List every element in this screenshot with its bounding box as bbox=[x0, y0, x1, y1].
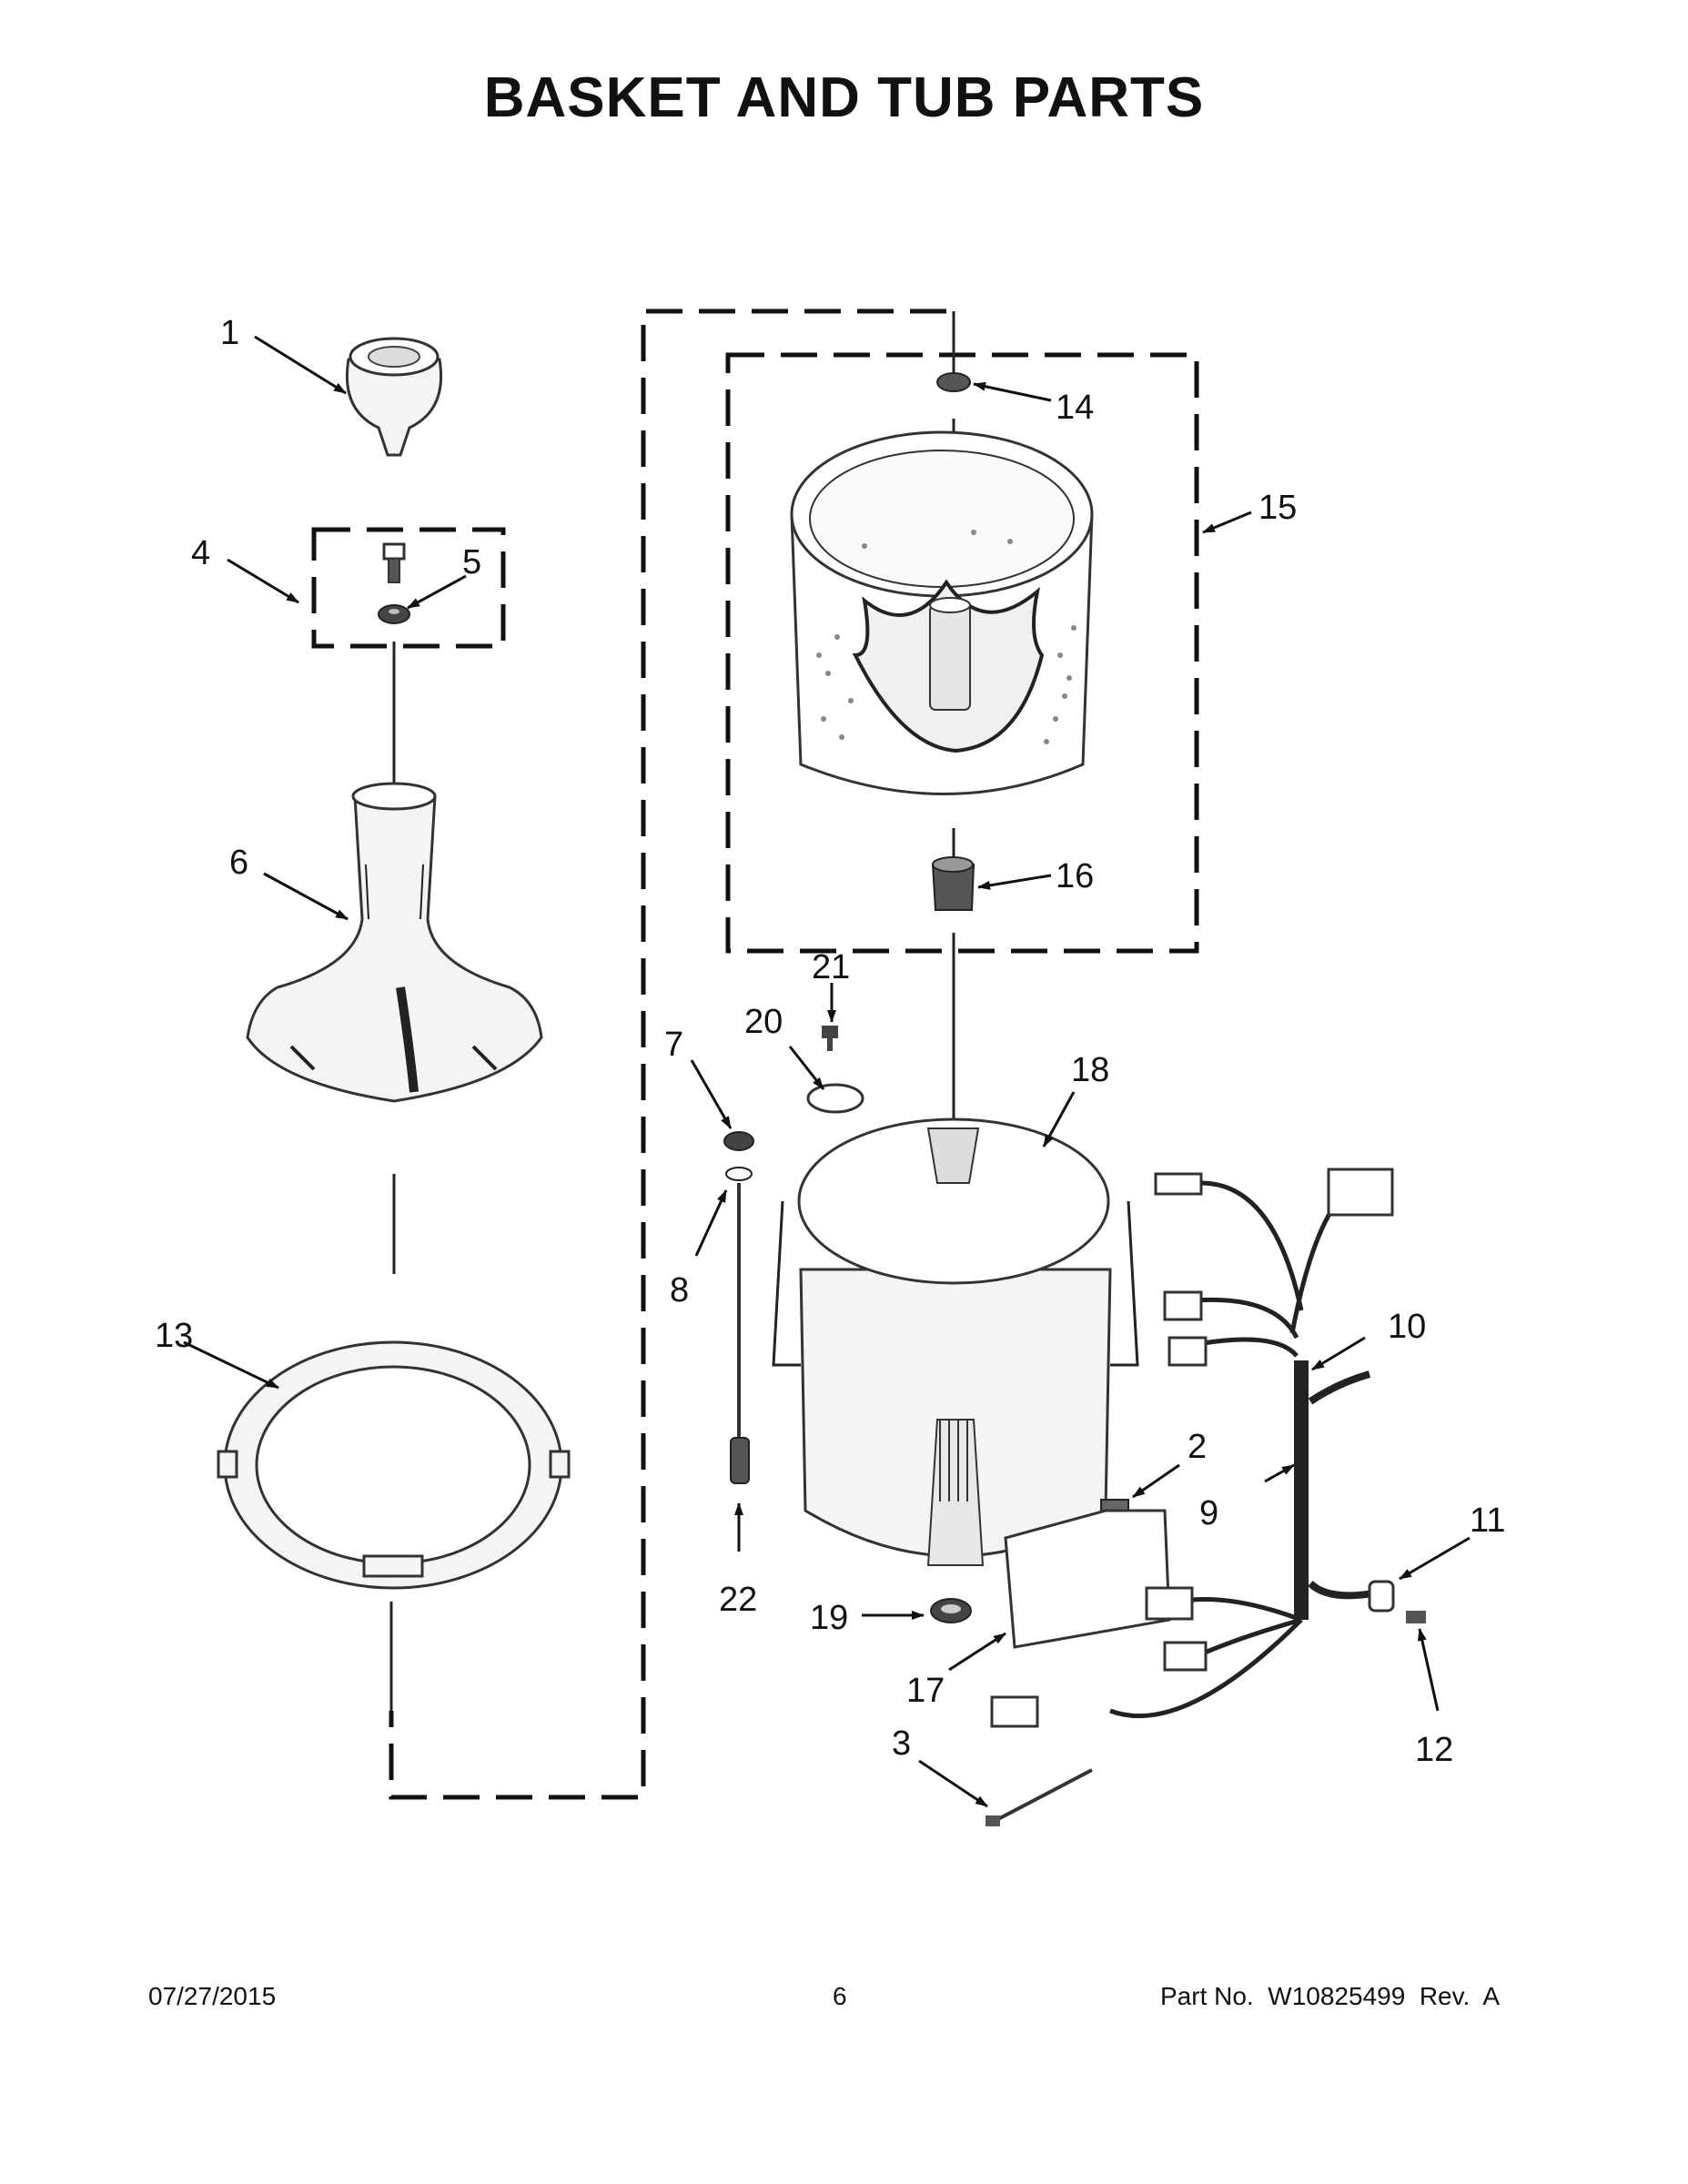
callout-12: 12 bbox=[1415, 1731, 1453, 1769]
part-5-washer bbox=[378, 604, 410, 624]
part-18-tub bbox=[772, 1117, 1139, 1566]
part-22-suspension-rod bbox=[730, 1183, 750, 1484]
part-11-clip bbox=[1368, 1580, 1395, 1613]
part-6-agitator bbox=[246, 782, 543, 1103]
callout-2: 2 bbox=[1188, 1428, 1207, 1466]
part-20-bracket bbox=[806, 1083, 864, 1114]
part-12-screw bbox=[1406, 1611, 1426, 1623]
dashed-assembly-connector bbox=[389, 308, 946, 1800]
callout-7: 7 bbox=[664, 1026, 683, 1064]
callout-15: 15 bbox=[1258, 489, 1297, 527]
page-title: BASKET AND TUB PARTS bbox=[483, 66, 1205, 129]
callout-20: 20 bbox=[744, 1003, 783, 1041]
part-8-grommet bbox=[725, 1167, 753, 1181]
part-17-shield bbox=[1004, 1509, 1171, 1649]
callout-1: 1 bbox=[220, 314, 239, 352]
part-16-hub bbox=[931, 856, 975, 911]
callout-21: 21 bbox=[812, 948, 850, 986]
part-4-bolt bbox=[382, 542, 406, 583]
callout-9: 9 bbox=[1199, 1494, 1218, 1532]
part-10-tube bbox=[1308, 1370, 1380, 1600]
part-1-agitator-cap bbox=[345, 337, 443, 457]
part-14-nut bbox=[936, 372, 971, 392]
callout-8: 8 bbox=[670, 1271, 689, 1309]
part-9-wire-harness bbox=[990, 1168, 1394, 1728]
footer-date: 07/27/2015 bbox=[148, 1982, 277, 2010]
callout-11: 11 bbox=[1470, 1502, 1505, 1540]
callout-3: 3 bbox=[892, 1724, 911, 1763]
callout-14: 14 bbox=[1056, 389, 1094, 427]
callout-18: 18 bbox=[1071, 1051, 1109, 1089]
callout-10: 10 bbox=[1388, 1308, 1426, 1346]
wash-basket bbox=[790, 430, 1094, 795]
callout-17: 17 bbox=[906, 1672, 945, 1710]
dashed-group-15 bbox=[725, 352, 1199, 954]
part-3-tie bbox=[986, 1768, 1093, 1826]
callout-arrows bbox=[183, 335, 1471, 1808]
footer-page-number: 6 bbox=[833, 1982, 847, 2010]
callout-16: 16 bbox=[1056, 857, 1094, 895]
dashed-group-4 bbox=[311, 527, 506, 649]
callout-22: 22 bbox=[719, 1581, 757, 1619]
footer-part-number: Part No. W10825499 Rev. A bbox=[1160, 1982, 1501, 2010]
callout-5: 5 bbox=[462, 543, 481, 581]
callout-6: 6 bbox=[229, 844, 248, 882]
part-21-screw bbox=[822, 1026, 838, 1051]
callout-13: 13 bbox=[155, 1317, 193, 1355]
part-7-nut bbox=[723, 1131, 754, 1151]
callout-4: 4 bbox=[191, 534, 210, 572]
part-13-balance-ring bbox=[217, 1340, 571, 1590]
callout-19: 19 bbox=[810, 1599, 848, 1637]
part-19-seal bbox=[930, 1598, 972, 1623]
